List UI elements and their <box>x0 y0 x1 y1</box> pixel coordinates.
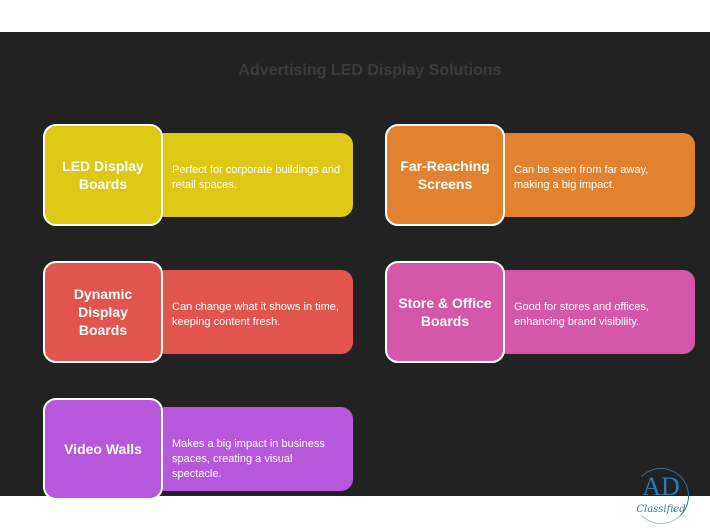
card-description: Good for stores and offices, enhancing b… <box>495 270 695 354</box>
diagram-title: Advertising LED Display Solutions <box>238 62 502 79</box>
card-description: Makes a big impact in business spaces, c… <box>153 407 353 491</box>
card-label: LED Display Boards <box>43 124 163 226</box>
card-dynamic-display-boards: Can change what it shows in time, keepin… <box>43 261 353 365</box>
card-label: Store & Office Boards <box>385 261 505 363</box>
card-description: Can be seen from far away, making a big … <box>495 133 695 217</box>
ad-classified-logo: AD Classified <box>631 466 695 528</box>
card-far-reaching-screens: Can be seen from far away, making a big … <box>385 124 695 228</box>
card-description: Perfect for corporate buildings and reta… <box>153 133 353 217</box>
card-store-office-boards: Good for stores and offices, enhancing b… <box>385 261 695 365</box>
card-video-walls: Makes a big impact in business spaces, c… <box>43 398 353 502</box>
card-description: Can change what it shows in time, keepin… <box>153 270 353 354</box>
logo-main-text: AD <box>642 472 680 501</box>
logo-sub-text: Classified <box>636 504 686 515</box>
card-led-display-boards: Perfect for corporate buildings and reta… <box>43 124 353 228</box>
logo-ring <box>633 468 689 524</box>
card-label: Dynamic Display Boards <box>43 261 163 363</box>
card-label: Far-Reaching Screens <box>385 124 505 226</box>
card-label: Video Walls <box>43 398 163 500</box>
